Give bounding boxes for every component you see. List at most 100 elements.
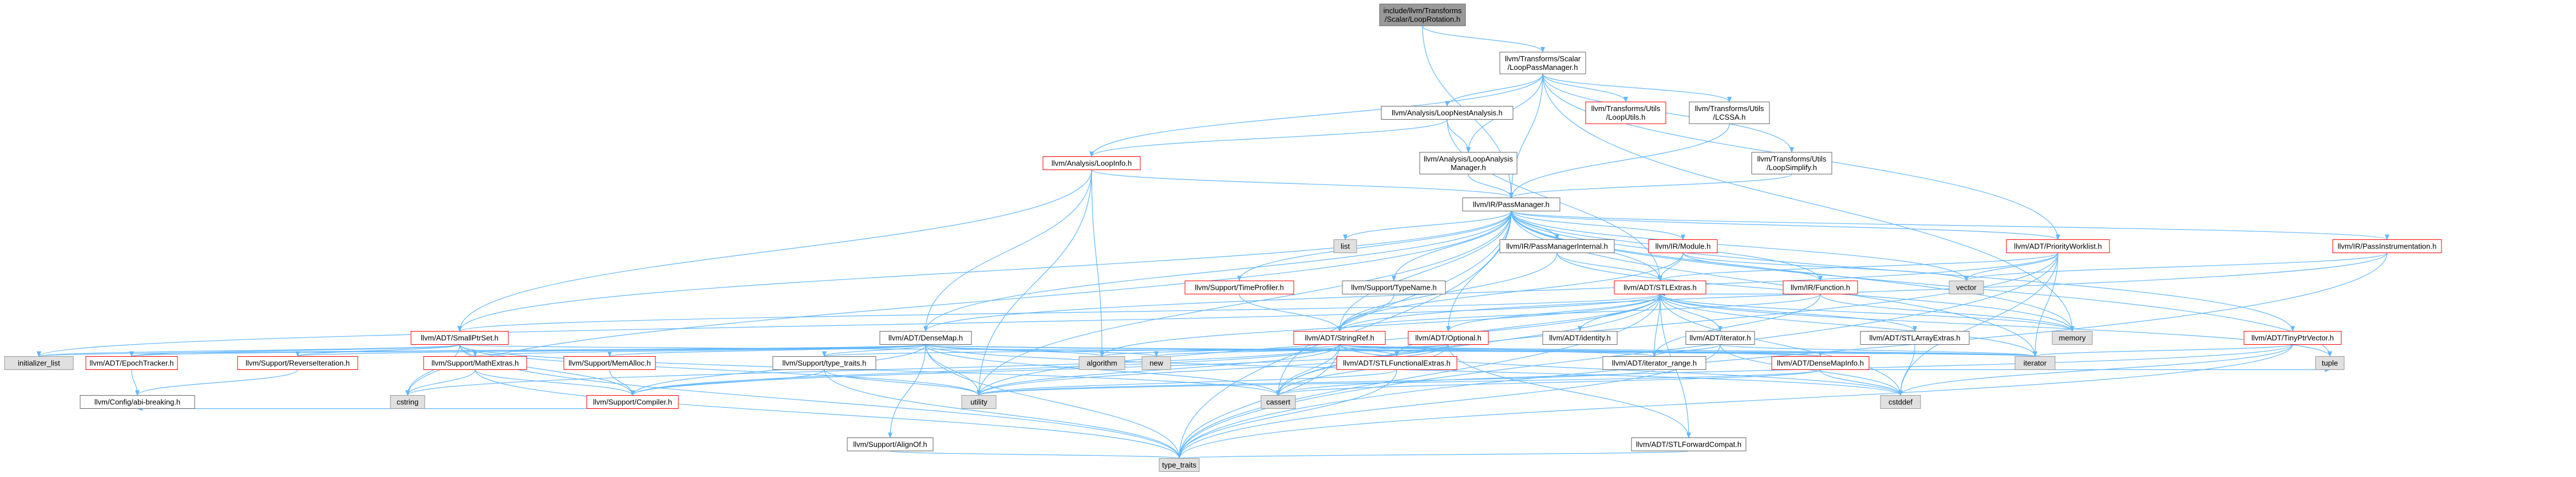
edge-stringref-to-typetraitsstd (1177, 344, 1340, 459)
edge-pwl-to-stlextras (1658, 252, 2059, 282)
edge-stlfwd-to-typetraitsstd (1178, 450, 1689, 459)
edge-linfo-to-algorithm (1091, 169, 1104, 357)
edge-iterrange-to-utility (977, 369, 1655, 396)
edge-densemap-to-typetraitsstd (925, 344, 1182, 459)
node-label: llvm/Transforms/Utils (1695, 104, 1764, 113)
node-lcssa[interactable]: llvm/Transforms/Utils/LCSSA.h (1689, 101, 1770, 124)
node-densemap[interactable]: llvm/ADT/DenseMap.h (879, 331, 972, 345)
node-configabi[interactable]: llvm/Config/abi-breaking.h (80, 395, 195, 409)
node-epoch[interactable]: llvm/ADT/EpochTracker.h (85, 356, 178, 370)
node-stlfunc[interactable]: llvm/ADT/STLFunctionalExtras.h (1336, 356, 1457, 370)
node-box (961, 395, 997, 409)
node-mathext[interactable]: llvm/Support/MathExtras.h (423, 356, 527, 370)
node-optional[interactable]: llvm/ADT/Optional.h (1408, 331, 1489, 345)
node-label: llvm/ADT/SmallPtrSet.h (421, 334, 499, 342)
node-label: utility (970, 398, 987, 407)
node-label: llvm/ADT/DenseMap.h (888, 334, 963, 342)
edge-tinyptr-to-typetraitsstd (1177, 344, 2293, 459)
node-box (4, 356, 74, 370)
edge-stringref-to-iterrange (1339, 344, 1657, 357)
edge-pwl-to-typetraitsstd (1177, 253, 2059, 459)
edge-sptrset-to-utility (459, 344, 981, 396)
edge-stringref-to-dmapinfo (1339, 344, 1823, 357)
node-alignof[interactable]: llvm/Support/AlignOf.h (847, 437, 934, 451)
node-memalloc[interactable]: llvm/Support/MemAlloc.h (563, 356, 656, 370)
node-box (1771, 356, 1870, 370)
node-box (1648, 239, 1718, 253)
node-tinyptr[interactable]: llvm/ADT/TinyPtrVector.h (2243, 331, 2342, 345)
node-box (1419, 152, 1518, 175)
node-label: llvm/IR/PassManagerInternal.h (1506, 242, 1608, 251)
edge-lpm-to-memory (1542, 73, 2075, 332)
edge-sptrset-to-epoch (129, 344, 460, 357)
node-label: llvm/ADT/iterator.h (1690, 334, 1751, 342)
node-lutils[interactable]: llvm/Transforms/Utils/LoopUtils.h (1585, 101, 1666, 124)
node-box (1499, 52, 1586, 74)
edge-module-to-function (1682, 253, 1823, 282)
node-label: llvm/ADT/iterator_range.h (1612, 359, 1697, 368)
node-box (1585, 101, 1666, 124)
node-module[interactable]: llvm/IR/Module.h (1648, 239, 1718, 253)
edge-linfo-to-pm (1091, 169, 1514, 199)
node-label: llvm/Config/abi-breaking.h (94, 398, 180, 407)
node-stlextras[interactable]: llvm/ADT/STLExtras.h (1614, 281, 1706, 294)
node-typetraits[interactable]: llvm/Support/type_traits.h (772, 356, 876, 370)
node-label: iterator (2024, 359, 2047, 368)
node-box (1408, 331, 1489, 345)
node-root[interactable]: include/llvm/Transforms/Scalar/LoopRotat… (1379, 3, 1466, 26)
edge-dmapinfo-to-cassert (1276, 369, 1821, 396)
node-lsimp[interactable]: llvm/Transforms/Utils/LoopSimplify.h (1751, 152, 1832, 175)
node-label: llvm/Support/type_traits.h (783, 359, 867, 368)
node-iterator_h[interactable]: llvm/ADT/iterator.h (1685, 331, 1755, 345)
node-label: llvm/Support/ReverseIteration.h (246, 359, 350, 368)
node-label: llvm/ADT/identity.h (1549, 334, 1610, 342)
node-box (1333, 239, 1357, 253)
edge-lpm-to-lsimp (1542, 73, 1794, 153)
node-box (80, 395, 195, 409)
edge-sptrset-to-reviter (295, 344, 460, 357)
node-pmi[interactable]: llvm/IR/PassManagerInternal.h (1499, 239, 1615, 253)
node-identity[interactable]: llvm/ADT/identity.h (1542, 331, 1618, 345)
node-iterrange[interactable]: llvm/ADT/iterator_range.h (1602, 356, 1706, 370)
node-pinstr[interactable]: llvm/IR/PassInstrumentation.h (2332, 239, 2442, 253)
edge-pwl-to-vector (1964, 253, 2059, 282)
node-lpm[interactable]: llvm/Transforms/Scalar/LoopPassManager.h (1499, 52, 1586, 74)
edge-pm-to-sptrset (457, 211, 1512, 332)
node-reviter[interactable]: llvm/Support/ReverseIteration.h (237, 356, 358, 370)
node-vector: vector (1949, 281, 1984, 294)
node-compiler[interactable]: llvm/Support/Compiler.h (586, 395, 679, 409)
edge-lam-to-pm (1468, 174, 1514, 199)
edge-module-to-stlextras (1658, 253, 1684, 282)
node-label: llvm/Analysis/LoopNestAnalysis.h (1392, 109, 1503, 117)
node-function[interactable]: llvm/IR/Function.h (1783, 281, 1858, 294)
node-label: list (1341, 242, 1350, 251)
node-pm[interactable]: llvm/IR/PassManager.h (1462, 198, 1560, 211)
node-dmapinfo[interactable]: llvm/ADT/DenseMapInfo.h (1771, 356, 1870, 370)
edge-stlextras-to-iterator_h (1660, 294, 1722, 332)
node-cstring: cstring (390, 395, 425, 409)
edge-linfo-to-densemap (923, 169, 1092, 332)
edge-stlextras-to-algorithm (1100, 294, 1661, 357)
node-cassert: cassert (1261, 395, 1296, 409)
node-timeprof[interactable]: llvm/Support/TimeProfiler.h (1184, 281, 1294, 294)
edge-reviter-to-configabi (135, 369, 298, 396)
node-typename[interactable]: llvm/Support/TypeName.h (1342, 281, 1446, 294)
node-box (1342, 281, 1446, 294)
node-stringref[interactable]: llvm/ADT/StringRef.h (1293, 331, 1386, 345)
node-sptrset[interactable]: llvm/ADT/SmallPtrSet.h (410, 331, 509, 345)
node-stlfwd[interactable]: llvm/ADT/STLForwardCompat.h (1631, 437, 1747, 451)
edge-pinstr-to-stringref (1337, 253, 2388, 332)
node-linfo[interactable]: llvm/Analysis/LoopInfo.h (1042, 156, 1141, 170)
node-box (2332, 239, 2442, 253)
edge-densemap-to-typetraits (822, 344, 926, 357)
node-pwl[interactable]: llvm/ADT/PriorityWorklist.h (2006, 239, 2110, 253)
edge-iterator_h-to-iterrange (1652, 344, 1721, 357)
edge-function-to-memory (1820, 294, 2075, 332)
node-stlarray[interactable]: llvm/ADT/STLArrayExtras.h (1860, 331, 1970, 345)
node-lnest[interactable]: llvm/Analysis/LoopNestAnalysis.h (1381, 106, 1514, 120)
node-box (1631, 437, 1747, 451)
node-label: cstddef (1888, 398, 1913, 407)
edge-stlextras-to-memory (1660, 293, 2075, 332)
